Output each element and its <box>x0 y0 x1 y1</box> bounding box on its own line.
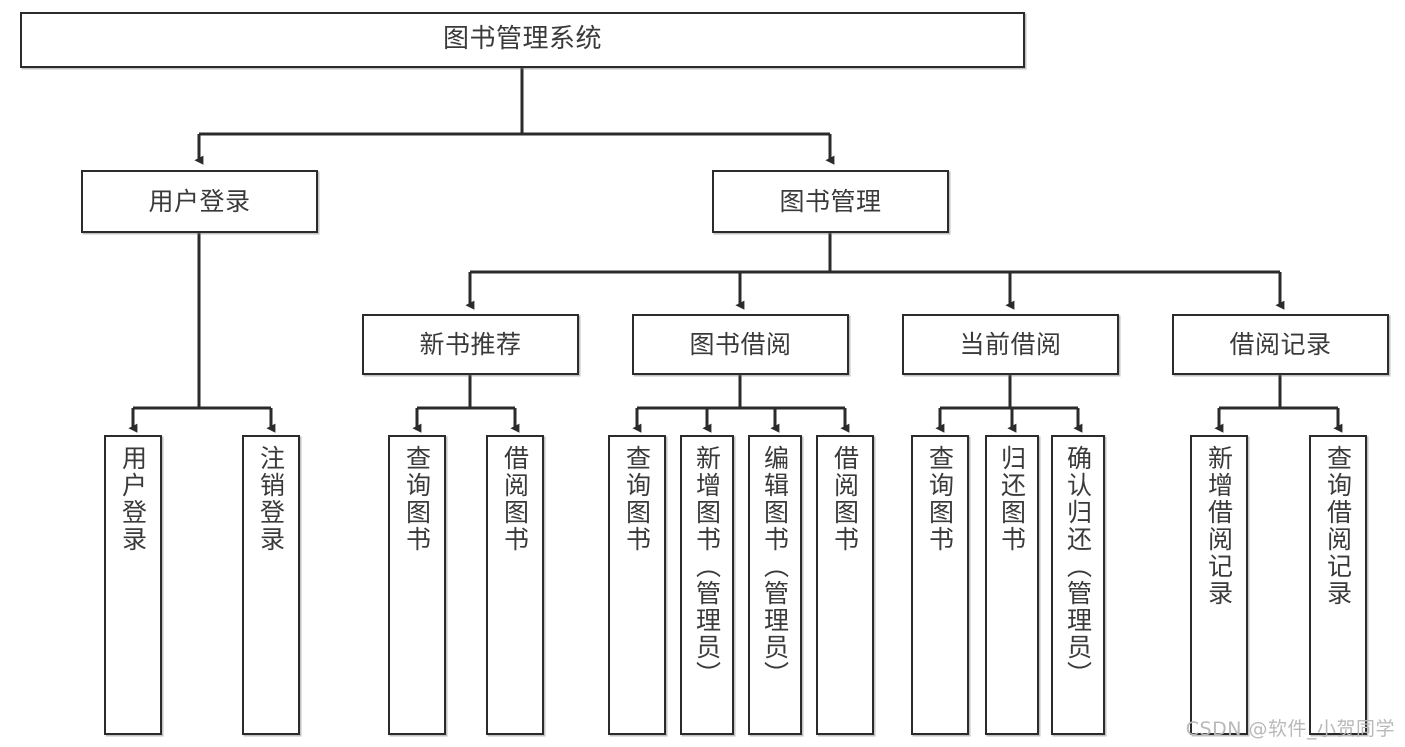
leaf-logout-login[interactable]: 注销登录 <box>242 435 300 735</box>
node-book-borrow[interactable]: 图书借阅 <box>632 314 849 375</box>
leaf-query-book-current-label: 查询图书 <box>925 445 955 553</box>
node-user-login-label: 用户登录 <box>148 186 251 216</box>
node-book-management[interactable]: 图书管理 <box>712 170 949 233</box>
leaf-confirm-return-admin-label: 确认归还（管理员） <box>1063 445 1093 688</box>
leaf-query-book-borrow[interactable]: 查询图书 <box>608 435 666 735</box>
node-new-book-recommend-label: 新书推荐 <box>419 329 522 359</box>
leaf-edit-book-admin-label: 编辑图书（管理员） <box>760 445 790 688</box>
node-current-borrow-label: 当前借阅 <box>959 329 1062 359</box>
leaf-borrow-book-recommend-label: 借阅图书 <box>500 445 530 553</box>
leaf-query-borrow-record[interactable]: 查询借阅记录 <box>1309 435 1367 735</box>
leaf-confirm-return-admin[interactable]: 确认归还（管理员） <box>1051 435 1105 735</box>
leaf-logout-login-label: 注销登录 <box>256 445 286 553</box>
node-book-management-label: 图书管理 <box>779 186 882 216</box>
leaf-add-book-admin-label: 新增图书（管理员） <box>692 445 722 688</box>
leaf-edit-book-admin[interactable]: 编辑图书（管理员） <box>748 435 802 735</box>
node-book-borrow-label: 图书借阅 <box>689 329 792 359</box>
node-borrow-records-label: 借阅记录 <box>1229 329 1332 359</box>
leaf-borrow-book-label: 借阅图书 <box>830 445 860 553</box>
leaf-query-book-recommend[interactable]: 查询图书 <box>388 435 446 735</box>
leaf-query-book-recommend-label: 查询图书 <box>402 445 432 553</box>
node-new-book-recommend[interactable]: 新书推荐 <box>362 314 579 375</box>
node-root-label: 图书管理系统 <box>442 24 602 55</box>
leaf-return-book[interactable]: 归还图书 <box>985 435 1039 735</box>
node-root[interactable]: 图书管理系统 <box>20 12 1025 68</box>
leaf-query-book-borrow-label: 查询图书 <box>622 445 652 553</box>
leaf-return-book-label: 归还图书 <box>997 445 1027 553</box>
leaf-user-login[interactable]: 用户登录 <box>104 435 162 735</box>
leaf-add-book-admin[interactable]: 新增图书（管理员） <box>680 435 734 735</box>
csdn-watermark: CSDN @软件_小贺同学 <box>1185 718 1395 740</box>
node-current-borrow[interactable]: 当前借阅 <box>902 314 1119 375</box>
leaf-borrow-book[interactable]: 借阅图书 <box>816 435 874 735</box>
leaf-query-book-current[interactable]: 查询图书 <box>911 435 969 735</box>
leaf-add-borrow-record-label: 新增借阅记录 <box>1204 445 1234 607</box>
leaf-borrow-book-recommend[interactable]: 借阅图书 <box>486 435 544 735</box>
node-user-login[interactable]: 用户登录 <box>81 170 318 233</box>
leaf-add-borrow-record[interactable]: 新增借阅记录 <box>1190 435 1248 735</box>
node-borrow-records[interactable]: 借阅记录 <box>1172 314 1389 375</box>
leaf-user-login-label: 用户登录 <box>118 445 148 553</box>
leaf-query-borrow-record-label: 查询借阅记录 <box>1323 445 1353 607</box>
